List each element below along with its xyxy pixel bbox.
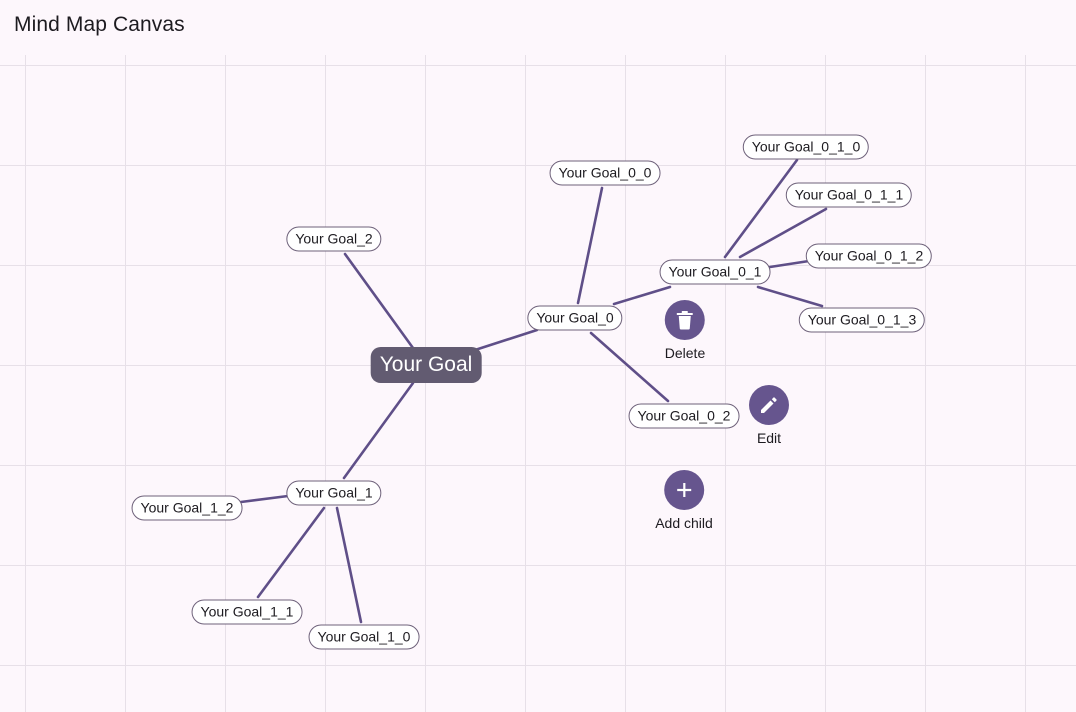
edit-action[interactable]: Edit xyxy=(749,385,789,446)
node-goal-2[interactable]: Your Goal_2 xyxy=(286,226,382,252)
edge-root-g1 xyxy=(342,381,415,480)
edge-root-g0 xyxy=(473,328,539,352)
node-goal-0[interactable]: Your Goal_0 xyxy=(527,305,623,331)
node-goal-0-1-2[interactable]: Your Goal_0_1_2 xyxy=(805,243,933,269)
plus-icon xyxy=(677,483,691,497)
node-goal-1-0[interactable]: Your Goal_1_0 xyxy=(308,624,420,650)
delete-action[interactable]: Delete xyxy=(665,300,705,361)
edge-g1-g1-0 xyxy=(335,506,363,624)
trash-icon xyxy=(677,311,693,330)
delete-button[interactable] xyxy=(665,300,705,340)
add-child-label: Add child xyxy=(655,515,713,531)
node-root[interactable]: Your Goal xyxy=(370,347,482,383)
app-title: Mind Map Canvas xyxy=(14,13,185,36)
edit-button[interactable] xyxy=(749,385,789,425)
node-goal-0-1-3[interactable]: Your Goal_0_1_3 xyxy=(798,307,926,333)
node-goal-1-1[interactable]: Your Goal_1_1 xyxy=(191,599,303,625)
add-child-action[interactable]: Add child xyxy=(655,470,713,531)
edge-g0-1-g0-1-1 xyxy=(738,207,828,259)
node-goal-1-2[interactable]: Your Goal_1_2 xyxy=(131,495,243,521)
edge-g0-1-g0-1-0 xyxy=(723,158,799,259)
add-child-button[interactable] xyxy=(664,470,704,510)
node-goal-0-1[interactable]: Your Goal_0_1 xyxy=(659,259,771,285)
delete-label: Delete xyxy=(664,345,706,361)
edge-g0-1-g0-1-2 xyxy=(768,259,811,269)
edge-root-g2 xyxy=(343,252,415,350)
mind-map-canvas[interactable] xyxy=(0,55,1076,712)
node-goal-0-0[interactable]: Your Goal_0_0 xyxy=(549,160,661,186)
edge-g0-g0-0 xyxy=(576,186,604,305)
edge-g1-g1-1 xyxy=(256,506,326,599)
node-goal-0-2[interactable]: Your Goal_0_2 xyxy=(628,403,740,429)
edge-g0-1-g0-1-3 xyxy=(756,285,824,308)
edge-g0-g0-2 xyxy=(589,331,670,403)
pencil-icon xyxy=(761,397,777,413)
node-goal-1[interactable]: Your Goal_1 xyxy=(286,480,382,506)
node-goal-0-1-0[interactable]: Your Goal_0_1_0 xyxy=(742,134,870,160)
edge-g0-g0-1 xyxy=(612,285,672,306)
edit-label: Edit xyxy=(756,430,782,446)
app-bar: Mind Map Canvas xyxy=(0,0,1076,55)
edge-g1-g1-2 xyxy=(239,494,290,504)
node-goal-0-1-1[interactable]: Your Goal_0_1_1 xyxy=(785,182,913,208)
